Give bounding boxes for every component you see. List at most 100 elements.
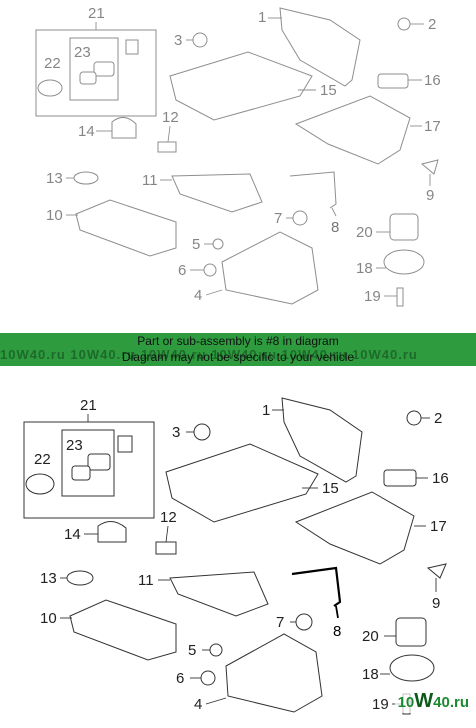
callout-3-top: 3 (174, 32, 182, 49)
kit-box-21 (23, 421, 155, 519)
callout-6-top: 6 (178, 262, 186, 279)
kit-box-23 (69, 37, 119, 101)
callout-5-top: 5 (192, 236, 200, 253)
callout-11: 11 (138, 572, 154, 589)
callout-2-top: 2 (428, 16, 436, 33)
callout-4-top: 4 (194, 287, 202, 304)
callout-21: 21 (80, 397, 97, 414)
part-9-pin (420, 159, 439, 175)
part-23-connector (93, 61, 115, 77)
part-16-hook (383, 469, 417, 487)
part-15-floor-mat (165, 443, 319, 523)
part-21-clip (117, 435, 133, 453)
part-16-hook (377, 73, 409, 89)
callout-14: 14 (64, 526, 81, 543)
part-14-cover (111, 117, 137, 139)
site-logo: 10W40.ru (394, 690, 472, 713)
parts-diagram-bottom: 21 23 22 1 2 3 15 16 14 12 17 13 11 8 9 … (23, 397, 449, 715)
callout-22-top: 22 (44, 55, 61, 72)
callout-2: 2 (434, 410, 442, 427)
callout-10-top: 10 (46, 207, 63, 224)
part-6-fastener (203, 263, 217, 277)
callout-20-top: 20 (356, 224, 373, 241)
callout-18-top: 18 (356, 260, 373, 277)
part-3-plug (192, 32, 208, 48)
part-10-support (75, 199, 177, 257)
part-7-cap (292, 210, 308, 226)
part-8-strip-top (289, 171, 337, 209)
callout-22: 22 (34, 451, 51, 468)
callout-17: 17 (430, 518, 447, 535)
part-7-cap (295, 613, 313, 631)
part-20-bracket (395, 617, 427, 647)
callout-11-top: 11 (142, 172, 158, 189)
leader-8 (335, 605, 339, 619)
diagram-top-panel: 21 23 22 1 2 3 15 16 14 12 17 13 11 8 9 … (0, 0, 476, 333)
part-20-bracket (389, 213, 419, 241)
part-4-side-trim (221, 231, 319, 305)
callout-4: 4 (194, 696, 202, 713)
kit-box-23 (61, 429, 115, 497)
part-6-fastener (200, 670, 216, 686)
banner-line-1: Part or sub-assembly is #8 in diagram (137, 334, 339, 348)
callout-18: 18 (362, 666, 379, 683)
part-5-fastener (209, 643, 223, 657)
callout-1: 1 (262, 402, 270, 419)
callout-3: 3 (172, 424, 180, 441)
part-11-trim (169, 571, 269, 617)
part-18-holder (383, 249, 425, 275)
callout-8: 8 (333, 623, 341, 640)
part-9-pin (426, 563, 447, 579)
part-13-grommet (73, 171, 99, 185)
part-17-storage-tray (294, 491, 415, 565)
part-5-fastener (212, 238, 224, 250)
part-23-connector (87, 453, 111, 471)
callout-15: 15 (322, 480, 339, 497)
callout-16: 16 (432, 470, 449, 487)
part-18-holder (389, 654, 435, 682)
callout-15-top: 15 (320, 82, 337, 99)
callout-12-top: 12 (162, 109, 179, 126)
part-12-bracket (157, 141, 177, 153)
callout-19: 19 (372, 696, 389, 713)
callout-9: 9 (432, 595, 440, 612)
part-1-trim-panel (279, 7, 361, 87)
parts-diagram-top: 21 23 22 1 2 3 15 16 14 12 17 13 11 8 9 … (35, 5, 441, 307)
part-2-clip (406, 410, 422, 426)
callout-23: 23 (66, 437, 83, 454)
diagram-bottom-panel: 21 23 22 1 2 3 15 16 14 12 17 13 11 8 9 … (0, 366, 476, 723)
callout-6: 6 (176, 670, 184, 687)
callout-20: 20 (362, 628, 379, 645)
part-3-plug (193, 423, 211, 441)
part-11-trim (171, 173, 263, 213)
callout-7-top: 7 (274, 210, 282, 227)
part-17-storage-tray (294, 95, 411, 165)
part-15-floor-mat (169, 51, 313, 121)
callout-21-top: 21 (88, 5, 105, 22)
part-8-strip[interactable] (291, 566, 342, 607)
callout-5: 5 (188, 642, 196, 659)
part-10-support (69, 599, 177, 661)
part-1-trim-panel (281, 397, 363, 483)
part-21-clip (125, 39, 139, 55)
callout-16-top: 16 (424, 72, 441, 89)
part-2-clip (397, 17, 411, 31)
part-13-grommet (66, 570, 94, 586)
callout-13: 13 (40, 570, 57, 587)
callout-1-top: 1 (258, 9, 266, 26)
part-4-side-trim (225, 633, 323, 713)
watermark-text: 10W40.ru 10W40.ru 10W40.ru 10W40.ru 10W4… (0, 347, 418, 362)
callout-19-top: 19 (364, 288, 381, 305)
banner-line-2: Diagram may not be specific to your vehi… (121, 350, 355, 364)
callout-13-top: 13 (46, 170, 63, 187)
part-14-cover (97, 521, 127, 543)
callout-17-top: 17 (424, 118, 441, 135)
callout-23-top: 23 (74, 44, 91, 61)
callout-7: 7 (276, 614, 284, 631)
part-12-bracket (155, 541, 177, 555)
callout-9-top: 9 (426, 187, 434, 204)
callout-12: 12 (160, 509, 177, 526)
info-banner: 10W40.ru 10W40.ru 10W40.ru 10W40.ru 10W4… (0, 333, 476, 366)
callout-14-top: 14 (78, 123, 95, 140)
part-22-plug (37, 79, 63, 97)
